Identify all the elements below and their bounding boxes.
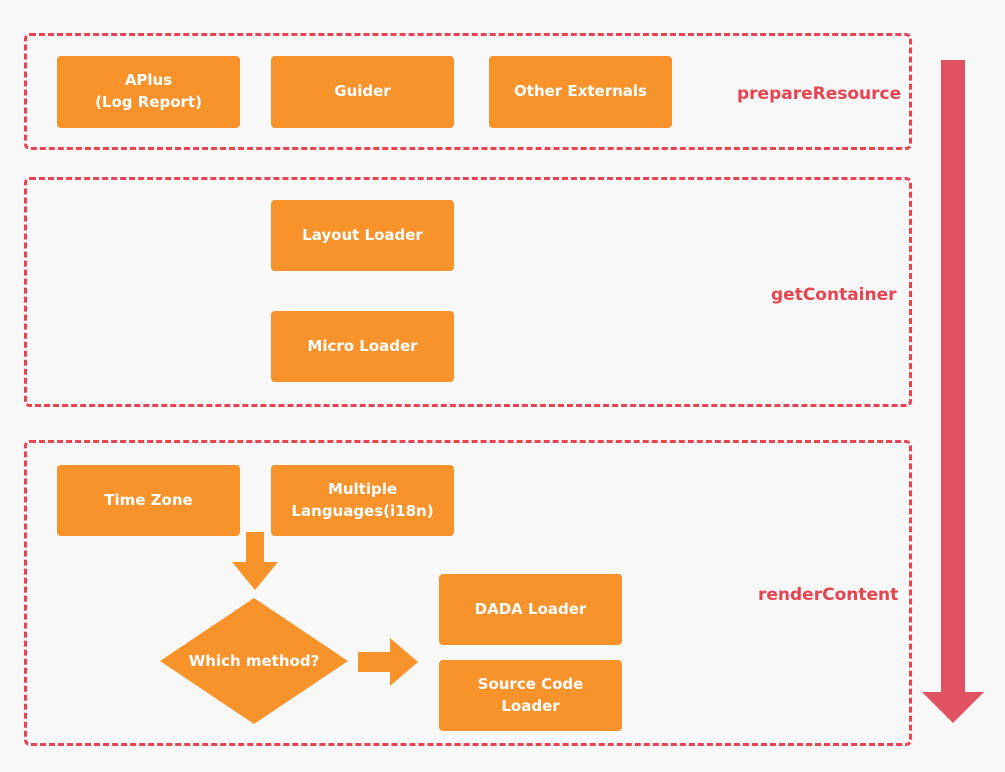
aplus-log-report-label: APlus (Log Report) (95, 71, 202, 111)
multiple-languages-box: Multiple Languages(i18n) (271, 465, 454, 536)
render-content-section (24, 440, 912, 746)
other-externals-label: Other Externals (514, 82, 647, 101)
time-zone-box: Time Zone (57, 465, 240, 536)
timeline-down-arrow-icon (922, 60, 984, 723)
multiple-languages-label: Multiple Languages(i18n) (291, 479, 434, 520)
dada-loader-box: DADA Loader (439, 574, 622, 645)
layout-loader-label: Layout Loader (302, 225, 423, 244)
source-code-loader-box: Source Code Loader (439, 660, 622, 731)
micro-loader-label: Micro Loader (307, 336, 418, 355)
other-externals-box: Other Externals (489, 56, 672, 128)
source-code-loader-label: Source Code Loader (477, 674, 584, 715)
time-zone-label: Time Zone (104, 490, 193, 509)
get-container-section (24, 177, 912, 407)
get-container-label: getContainer (771, 285, 897, 305)
micro-loader-box: Micro Loader (271, 311, 454, 382)
prepare-resource-label: prepareResource (737, 84, 902, 104)
prepare-resource-section (24, 33, 912, 150)
which-method-label: Which method? (188, 652, 320, 670)
aplus-log-report-box: APlus (Log Report) (57, 56, 240, 128)
right-arrow-icon (358, 638, 418, 686)
guider-label: Guider (334, 82, 391, 101)
layout-loader-box: Layout Loader (271, 200, 454, 271)
render-content-label: renderContent (758, 585, 899, 605)
down-arrow-icon (232, 532, 278, 590)
dada-loader-label: DADA Loader (474, 599, 587, 618)
guider-box: Guider (271, 56, 454, 128)
decision-diamond (160, 598, 348, 724)
